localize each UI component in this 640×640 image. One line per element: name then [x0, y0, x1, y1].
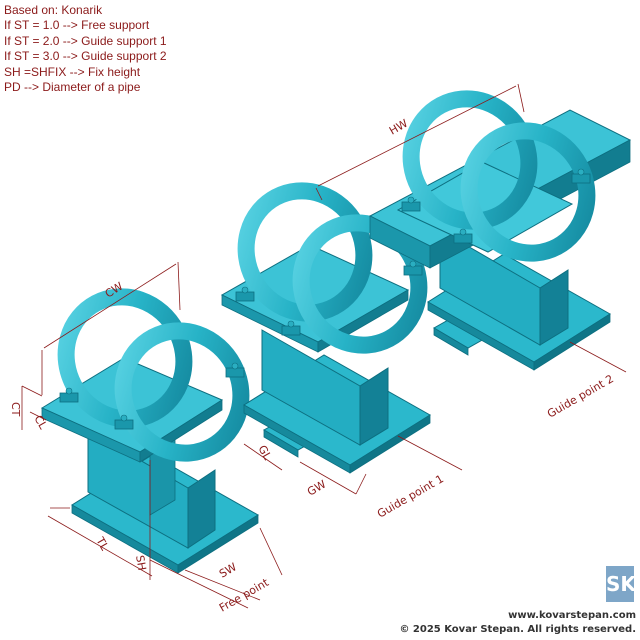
footer-copyright: © 2025 Kovar Stepan. All rights reserved…	[399, 624, 636, 635]
label-guide-point-2: Guide point 2	[545, 372, 616, 420]
dim-sh: SH	[133, 554, 148, 571]
sk-logo: SK	[606, 566, 636, 602]
guide-support-2	[368, 90, 632, 371]
label-guide-point-1: Guide point 1	[375, 472, 446, 520]
footer-url: www.kovarstepan.com	[508, 610, 636, 621]
dim-ct: CT	[9, 402, 22, 417]
dim-tl: TL	[93, 534, 112, 553]
dim-gl: GL	[255, 443, 274, 463]
guide-support-1	[220, 182, 431, 474]
note-line: If ST = 2.0 --> Guide support 1	[4, 33, 167, 48]
dim-gw: GW	[305, 478, 328, 499]
label-free-point: Free point	[217, 576, 272, 615]
free-support	[40, 288, 259, 574]
dimension-lines	[21, 83, 627, 609]
note-line: SH =SHFIX --> Fix height	[4, 64, 141, 79]
parameter-notes: Based on: Konarik If ST = 1.0 --> Free s…	[4, 3, 167, 95]
guide-support-2-clamp-ring-front	[460, 122, 596, 262]
note-line: If ST = 3.0 --> Guide support 2	[4, 49, 167, 64]
note-line: Based on: Konarik	[4, 3, 103, 17]
note-line: If ST = 1.0 --> Free support	[4, 18, 150, 33]
note-line: PD --> Diameter of a pipe	[4, 80, 141, 95]
dim-sw: SW	[217, 560, 239, 580]
